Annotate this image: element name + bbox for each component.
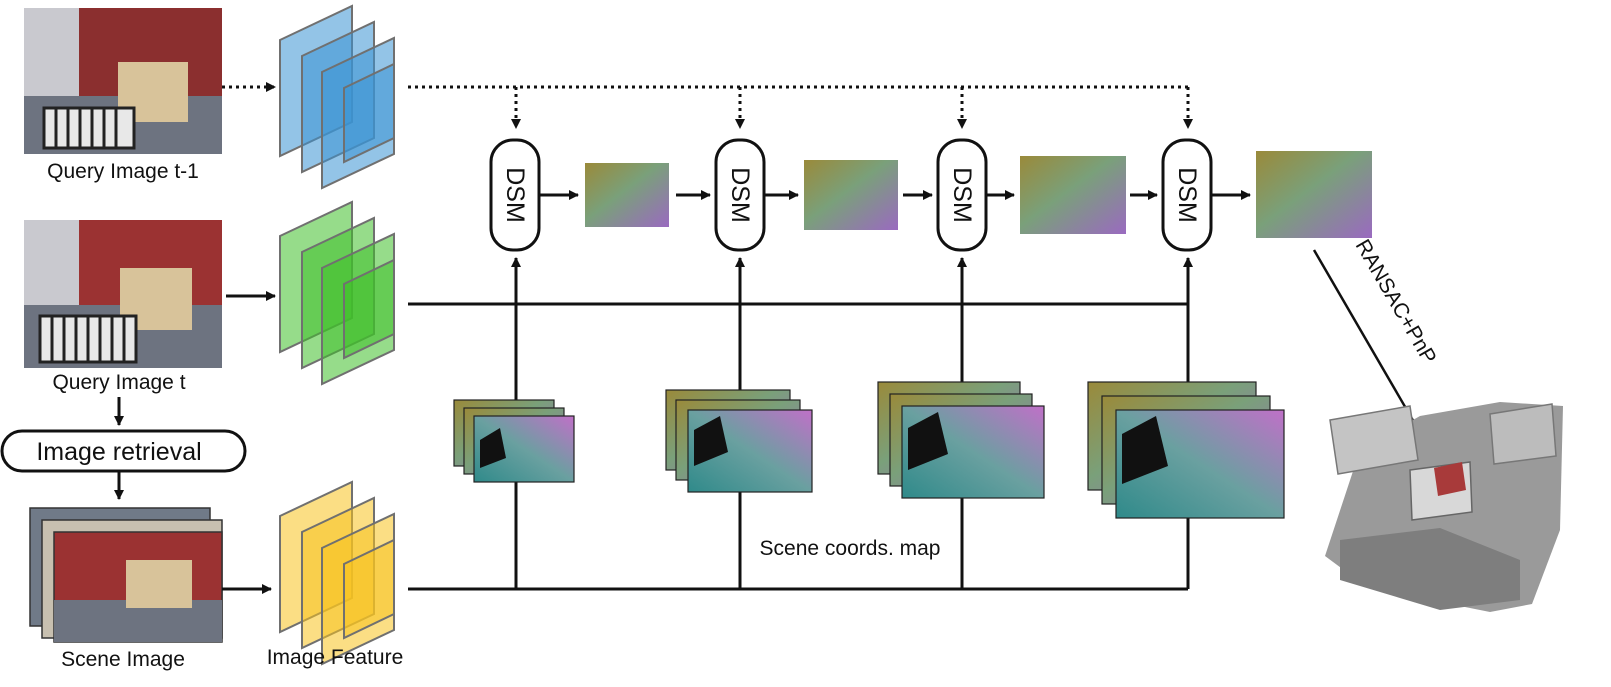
coords-output-1	[585, 163, 669, 227]
coords-map-stack-2	[665, 389, 813, 493]
scene-image-stack	[29, 507, 223, 643]
coords-map-stack-3	[877, 381, 1045, 499]
dsm-block-1: DSM	[489, 138, 541, 252]
dsm-label-3: DSM	[948, 167, 976, 223]
feature-stack-yellow	[279, 480, 395, 666]
scene-image-label: Scene Image	[61, 648, 185, 671]
query-image-current-label: Query Image t	[52, 371, 185, 394]
coords-output-2	[804, 160, 898, 230]
ransac-label: RANSAC+PnP	[1351, 236, 1441, 368]
coords-map-stack-4	[1087, 381, 1285, 519]
scene-3d-model	[1325, 402, 1563, 612]
feature-stack-green	[279, 200, 395, 386]
dsm-label-2: DSM	[726, 167, 754, 223]
scene-coords-label: Scene coords. map	[760, 537, 941, 560]
dsm-label-1: DSM	[501, 167, 529, 223]
image-retrieval-label: Image retrieval	[36, 438, 201, 466]
dsm-label-4: DSM	[1173, 167, 1201, 223]
query-image-prev-label: Query Image t-1	[47, 160, 199, 183]
image-retrieval-box	[0, 429, 247, 473]
coords-map-stack-1	[453, 399, 575, 483]
coords-output-3	[1020, 156, 1126, 234]
image-feature-label: Image Feature	[267, 646, 404, 669]
dsm-block-2: DSM	[714, 138, 766, 252]
coords-output-4	[1256, 151, 1372, 238]
dotted-prev-feature-line	[408, 85, 1193, 129]
dsm-block-3: DSM	[936, 138, 988, 252]
query-image-prev	[24, 8, 222, 154]
query-image-current	[24, 220, 222, 368]
feature-stack-blue	[279, 4, 395, 190]
dsm-block-4: DSM	[1161, 138, 1213, 252]
